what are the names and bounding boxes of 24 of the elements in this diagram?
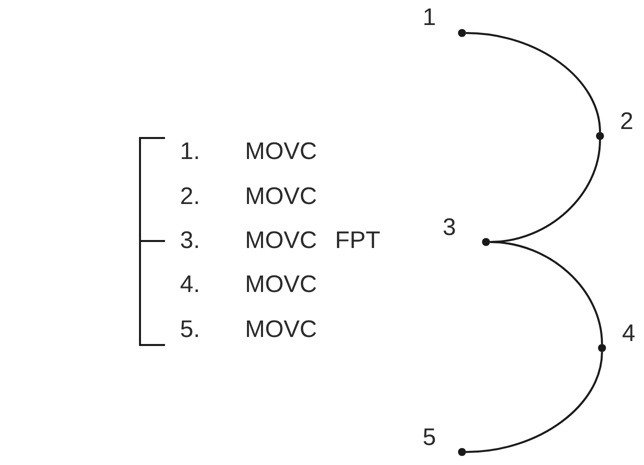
point-label: 1: [422, 4, 436, 32]
arc-path: [466, 352, 603, 453]
step-number: 1.: [180, 138, 200, 166]
arc-path: [490, 241, 603, 344]
command-text: MOVC: [245, 316, 317, 344]
command-text: MOVC: [245, 183, 317, 211]
arc-path: [466, 32, 601, 132]
path-point: [482, 238, 490, 246]
point-label: 2: [620, 108, 634, 136]
step-number: 4.: [180, 271, 200, 299]
path-point: [458, 29, 466, 37]
point-label: 3: [442, 214, 456, 242]
path-point: [458, 448, 466, 456]
step-number: 2.: [180, 183, 200, 211]
point-label: 4: [622, 320, 636, 348]
command-text: FPT: [335, 227, 380, 255]
step-number: 5.: [180, 316, 200, 344]
command-text: MOVC: [245, 271, 317, 299]
point-label: 5: [422, 424, 436, 452]
command-text: MOVC: [245, 227, 317, 255]
step-number: 3.: [180, 227, 200, 255]
path-point: [598, 344, 606, 352]
command-text: MOVC: [245, 138, 317, 166]
path-point: [596, 132, 604, 140]
